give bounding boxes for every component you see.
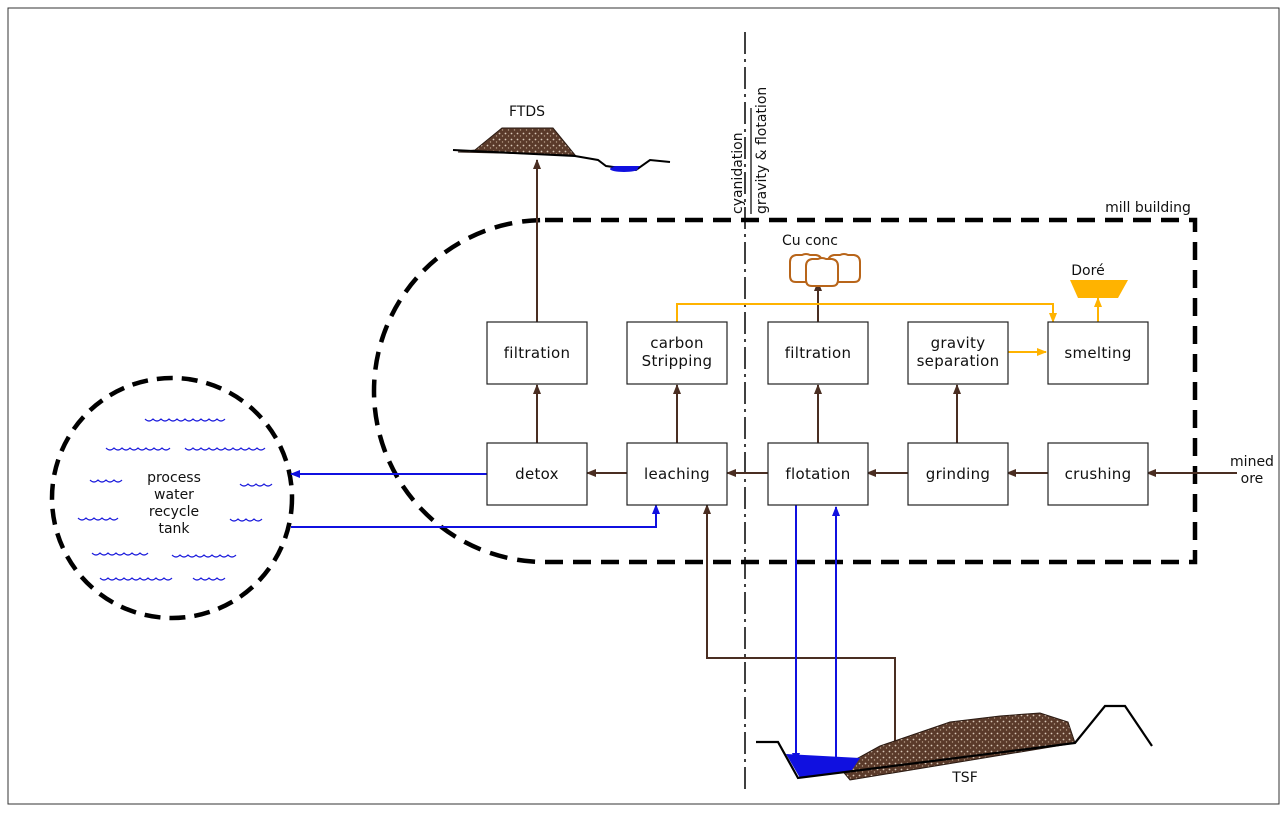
- mined-ore-label-line2: ore: [1241, 471, 1264, 487]
- filtration-right-label: filtration: [785, 344, 852, 362]
- flow-tsf-return-to-leaching: [707, 505, 895, 760]
- tank-label-line4: tank: [158, 521, 190, 537]
- filtration-left-label: filtration: [504, 344, 571, 362]
- water-flows: [291, 474, 836, 762]
- gravity-separation-label-line2: separation: [917, 352, 1000, 370]
- flotation-label: flotation: [785, 465, 850, 483]
- crushing-label: crushing: [1065, 465, 1132, 483]
- ftds-label: FTDS: [509, 104, 545, 120]
- grinding-label: grinding: [926, 465, 990, 483]
- carbon-stripping-label-line1: carbon: [650, 334, 704, 352]
- mined-ore-label-line1: mined: [1230, 454, 1274, 470]
- cu-concentrate-bags-icon: [790, 254, 860, 286]
- detox-label: detox: [515, 465, 559, 483]
- tsf-label: TSF: [951, 770, 978, 786]
- tank-label-line2: water: [154, 487, 194, 503]
- cu-conc-label: Cu conc: [782, 233, 838, 249]
- flow-tank-to-leaching: [291, 505, 656, 527]
- dore-bar-icon: [1070, 280, 1128, 298]
- gravity-separation-label-line1: gravity: [931, 334, 986, 352]
- flow-carbon-stripping-to-smelting: [677, 304, 1053, 322]
- tank-label-line1: process: [147, 470, 201, 486]
- ftds-stockpile: [453, 128, 670, 172]
- mill-building-label: mill building: [1105, 200, 1191, 216]
- gold-flows: [677, 298, 1098, 352]
- cyanidation-label: cyanidation: [730, 132, 746, 214]
- tank-label-line3: recycle: [149, 504, 199, 520]
- drawing-border: [8, 8, 1279, 804]
- leaching-label: leaching: [644, 465, 710, 483]
- dore-label: Doré: [1071, 263, 1104, 279]
- gravity-flotation-label: gravity & flotation: [754, 87, 770, 214]
- smelting-label: smelting: [1064, 344, 1131, 362]
- carbon-stripping-label-line2: Stripping: [642, 352, 713, 370]
- tsf-facility: [756, 706, 1152, 780]
